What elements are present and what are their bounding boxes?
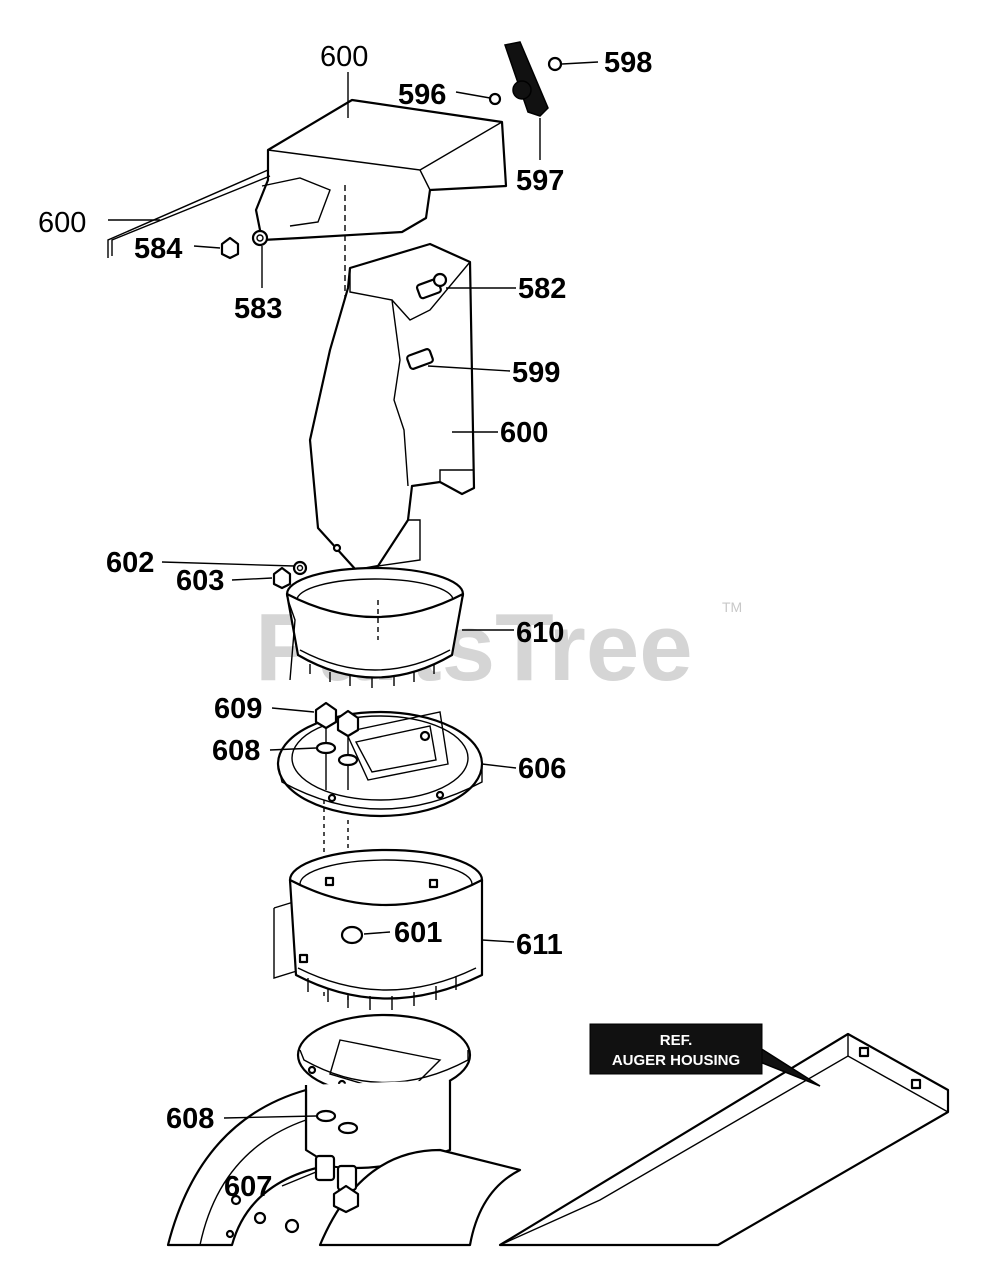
label-602: 602 <box>106 547 154 579</box>
label-609: 609 <box>214 693 262 725</box>
chute-base-part <box>296 1013 472 1170</box>
ring-611-part <box>288 848 484 1010</box>
watermark-trademark: TM <box>722 599 742 615</box>
reference-line2: AUGER HOUSING <box>612 1052 740 1069</box>
label-608-upper: 608 <box>212 735 260 767</box>
fastener-584-583 <box>220 229 269 260</box>
fastener-602-603 <box>272 560 308 590</box>
fastener-609-608 <box>314 701 360 790</box>
label-600-top: 600 <box>320 41 368 73</box>
label-601: 601 <box>394 917 442 949</box>
label-606: 606 <box>518 753 566 785</box>
reference-line1: REF. <box>660 1032 693 1049</box>
label-600-rod: 600 <box>38 207 86 239</box>
label-607: 607 <box>224 1171 272 1203</box>
auger-housing-drum <box>166 1088 522 1247</box>
knob-part <box>488 41 563 117</box>
label-598: 598 <box>604 47 652 79</box>
leader-lines <box>108 61 599 1187</box>
label-599: 599 <box>512 357 560 389</box>
fastener-608-607-lower <box>314 1109 360 1214</box>
label-584: 584 <box>134 233 182 265</box>
label-608-lower: 608 <box>166 1103 214 1135</box>
label-582: 582 <box>518 273 566 305</box>
reference-callout: REF. AUGER HOUSING <box>589 1023 821 1087</box>
label-583: 583 <box>234 293 282 325</box>
control-rod-part <box>107 169 271 258</box>
part-labels: 600 596 598 597 600 584 583 582 599 600 … <box>38 41 652 1203</box>
label-600-chute: 600 <box>500 417 548 449</box>
label-611: 611 <box>516 929 563 961</box>
upper-chute-part <box>308 242 476 572</box>
label-596: 596 <box>398 79 446 111</box>
label-610: 610 <box>516 617 564 649</box>
label-597: 597 <box>516 165 564 197</box>
ring-610-part <box>285 566 465 688</box>
label-603: 603 <box>176 565 224 597</box>
plate-606-part <box>276 710 484 818</box>
